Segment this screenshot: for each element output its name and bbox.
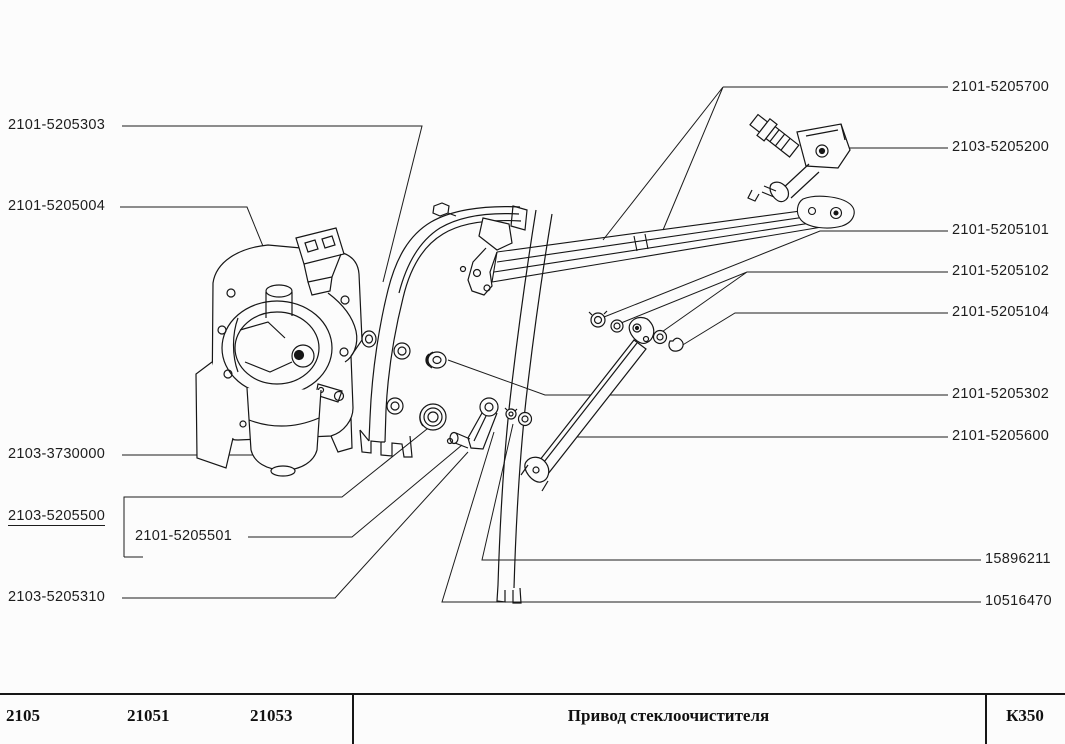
- footer-divider: [0, 693, 1065, 695]
- crank-and-fasteners: [419, 310, 684, 450]
- part-label-2103-5205200: 2103-5205200: [952, 139, 1050, 155]
- footer-model-2105: 2105: [6, 706, 40, 725]
- part-label-text: 2103-5205500: [8, 508, 106, 526]
- part-label-2101-5205600: 2101-5205600: [952, 428, 1050, 444]
- part-label-2101-5205501: 2101-5205501: [135, 528, 233, 544]
- part-label-10516470: 10516470: [985, 593, 1052, 609]
- part-label-2101-5205102: 2101-5205102: [952, 263, 1050, 279]
- part-label-2101-5205104: 2101-5205104: [952, 304, 1050, 320]
- part-label-2101-5205302: 2101-5205302: [952, 386, 1050, 402]
- linkage-rod-long: [491, 195, 855, 283]
- part-label-2101-5205303: 2101-5205303: [8, 117, 106, 133]
- wiper-spindle-assembly: [747, 113, 851, 203]
- footer-model-21051: 21051: [127, 706, 170, 725]
- part-label-2103-3730000: 2103-3730000: [8, 446, 106, 462]
- footer-assembly-title: Привод стеклоочистителя: [567, 706, 770, 725]
- footer-separator-1: [352, 695, 354, 744]
- part-label-2103-5205500: 2103-5205500: [8, 508, 106, 526]
- part-label-2103-5205310: 2103-5205310: [8, 589, 106, 605]
- leader-lines: [120, 86, 981, 603]
- linkage-rod-short: [520, 316, 655, 492]
- part-label-2101-5205004: 2101-5205004: [8, 198, 106, 214]
- footer-model-21053: 21053: [250, 706, 293, 725]
- footer-separator-2: [985, 695, 987, 744]
- part-label-2101-5205700: 2101-5205700: [952, 79, 1050, 95]
- part-label-15896211: 15896211: [985, 551, 1051, 567]
- frame-bracket: [359, 202, 553, 604]
- wiper-motor-assembly: [195, 227, 377, 477]
- footer-page-code: К350: [1006, 706, 1044, 725]
- part-label-2101-5205101: 2101-5205101: [952, 222, 1050, 238]
